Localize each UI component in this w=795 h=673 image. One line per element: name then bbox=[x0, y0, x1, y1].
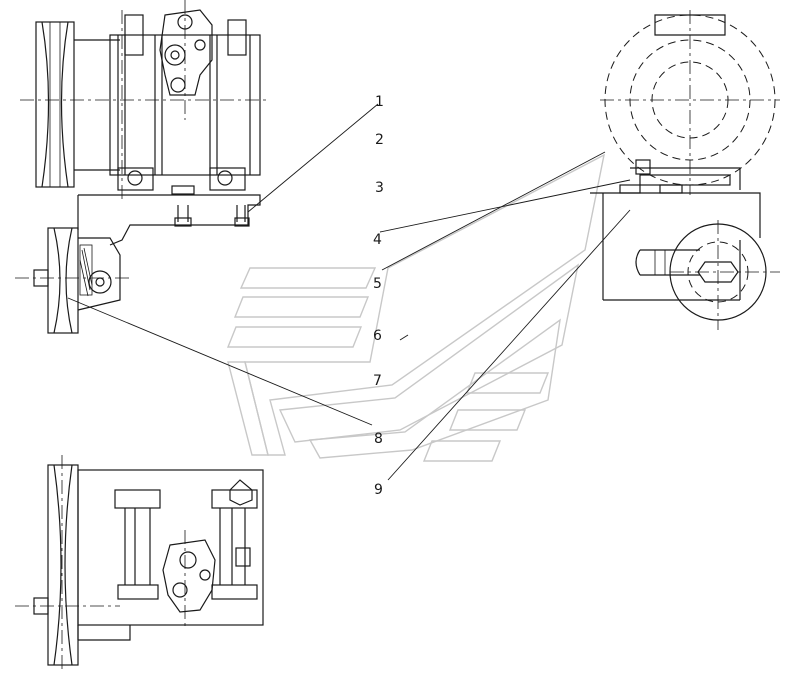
callout-2: 2 bbox=[375, 132, 384, 148]
callout-labels: 1 2 3 4 5 6 7 8 9 bbox=[373, 94, 384, 498]
compressor-side-view bbox=[15, 455, 264, 673]
bracket-and-clutch-view bbox=[15, 185, 261, 334]
assembly-end-view bbox=[590, 10, 780, 330]
leader-lines bbox=[67, 103, 631, 481]
callout-8: 8 bbox=[374, 431, 383, 447]
callout-4: 4 bbox=[373, 232, 382, 248]
callout-7: 7 bbox=[373, 373, 382, 389]
watermark-logo bbox=[226, 153, 605, 462]
compressor-top-view bbox=[20, 0, 270, 200]
callout-1: 1 bbox=[375, 94, 384, 110]
callout-9: 9 bbox=[374, 482, 383, 498]
callout-6: 6 bbox=[373, 328, 382, 344]
callout-3: 3 bbox=[375, 180, 384, 196]
callout-5: 5 bbox=[373, 276, 382, 292]
